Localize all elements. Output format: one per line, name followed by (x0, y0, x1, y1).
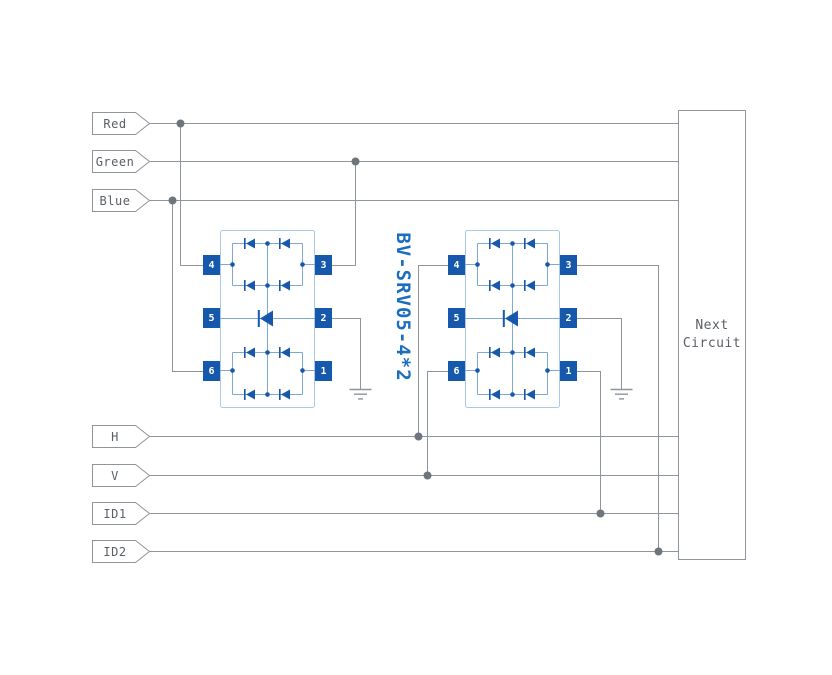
signal-label-green: Green (95, 154, 135, 169)
junction-dot (654, 547, 663, 556)
signal-flag-h: H (92, 425, 150, 448)
wire-green-to-ic1-pin3 (332, 161, 356, 266)
wire-ic1-pin2-to-gnd (332, 318, 361, 389)
flag-shape (92, 464, 150, 487)
junction-dot (596, 509, 605, 518)
signal-label-red: Red (103, 116, 127, 131)
signal-flag-red: Red (92, 112, 150, 135)
wire-red-to-ic1-pin4 (180, 123, 203, 266)
junction-dot (423, 471, 432, 480)
signal-label-v: V (111, 468, 119, 483)
flag-shape (92, 540, 150, 563)
wire-blue-to-ic1-pin6 (172, 200, 203, 372)
wire-h-to-ic2-pin4 (418, 265, 448, 437)
ic2-pin-3: 3 (560, 255, 577, 275)
next-circuit-line1: Next (695, 318, 729, 334)
wire-ic2-pin2-to-gnd (577, 318, 622, 389)
flag-shape (92, 189, 150, 212)
junction-dots (168, 119, 663, 556)
signal-wires (150, 123, 678, 552)
ic1-pin-6: 6 (203, 361, 220, 381)
ic1-pin-1: 1 (315, 361, 332, 381)
branch-wires (172, 123, 659, 552)
ic2-pin-6: 6 (448, 361, 465, 381)
signal-label-id2: ID2 (103, 544, 127, 559)
signal-label-blue: Blue (99, 193, 131, 208)
signal-flag-id2: ID2 (92, 540, 150, 563)
ic1-pin-3: 3 (315, 255, 332, 275)
signal-flag-blue: Blue (92, 189, 150, 212)
ic2-pin-1: 1 (560, 361, 577, 381)
signal-flag-green: Green (92, 150, 150, 173)
signal-label-h: H (111, 429, 119, 444)
flag-shape (92, 112, 150, 135)
junction-dot (168, 196, 177, 205)
flag-shape (92, 502, 150, 525)
ic1-pin-5: 5 (203, 308, 220, 328)
signal-label-id1: ID1 (103, 506, 127, 521)
junction-dot (351, 157, 360, 166)
ic2-pin-5: 5 (448, 308, 465, 328)
part-number-label: BV-SRV05-4*2 (392, 232, 414, 382)
next-circuit-box: Next Circuit (678, 110, 746, 560)
junction-dot (176, 119, 185, 128)
next-circuit-line2: Circuit (682, 336, 742, 351)
ground-symbol-ic2 (610, 388, 633, 400)
wire-id1-to-ic2-pin1 (577, 371, 601, 514)
ic1-package (220, 230, 315, 408)
junction-dot (414, 432, 423, 441)
ground-symbol-ic1 (349, 388, 372, 400)
signal-flag-id1: ID1 (92, 502, 150, 525)
ic2-pin-2: 2 (560, 308, 577, 328)
signal-flag-v: V (92, 464, 150, 487)
flag-shape (92, 150, 150, 173)
flag-shape (92, 425, 150, 448)
ic1-pin-2: 2 (315, 308, 332, 328)
wire-v-to-ic2-pin6 (427, 371, 448, 476)
ic1-pin-4: 4 (203, 255, 220, 275)
wire-id2-to-ic2-pin3 (577, 265, 659, 552)
ic2-pin-4: 4 (448, 255, 465, 275)
ic2-package (465, 230, 560, 408)
